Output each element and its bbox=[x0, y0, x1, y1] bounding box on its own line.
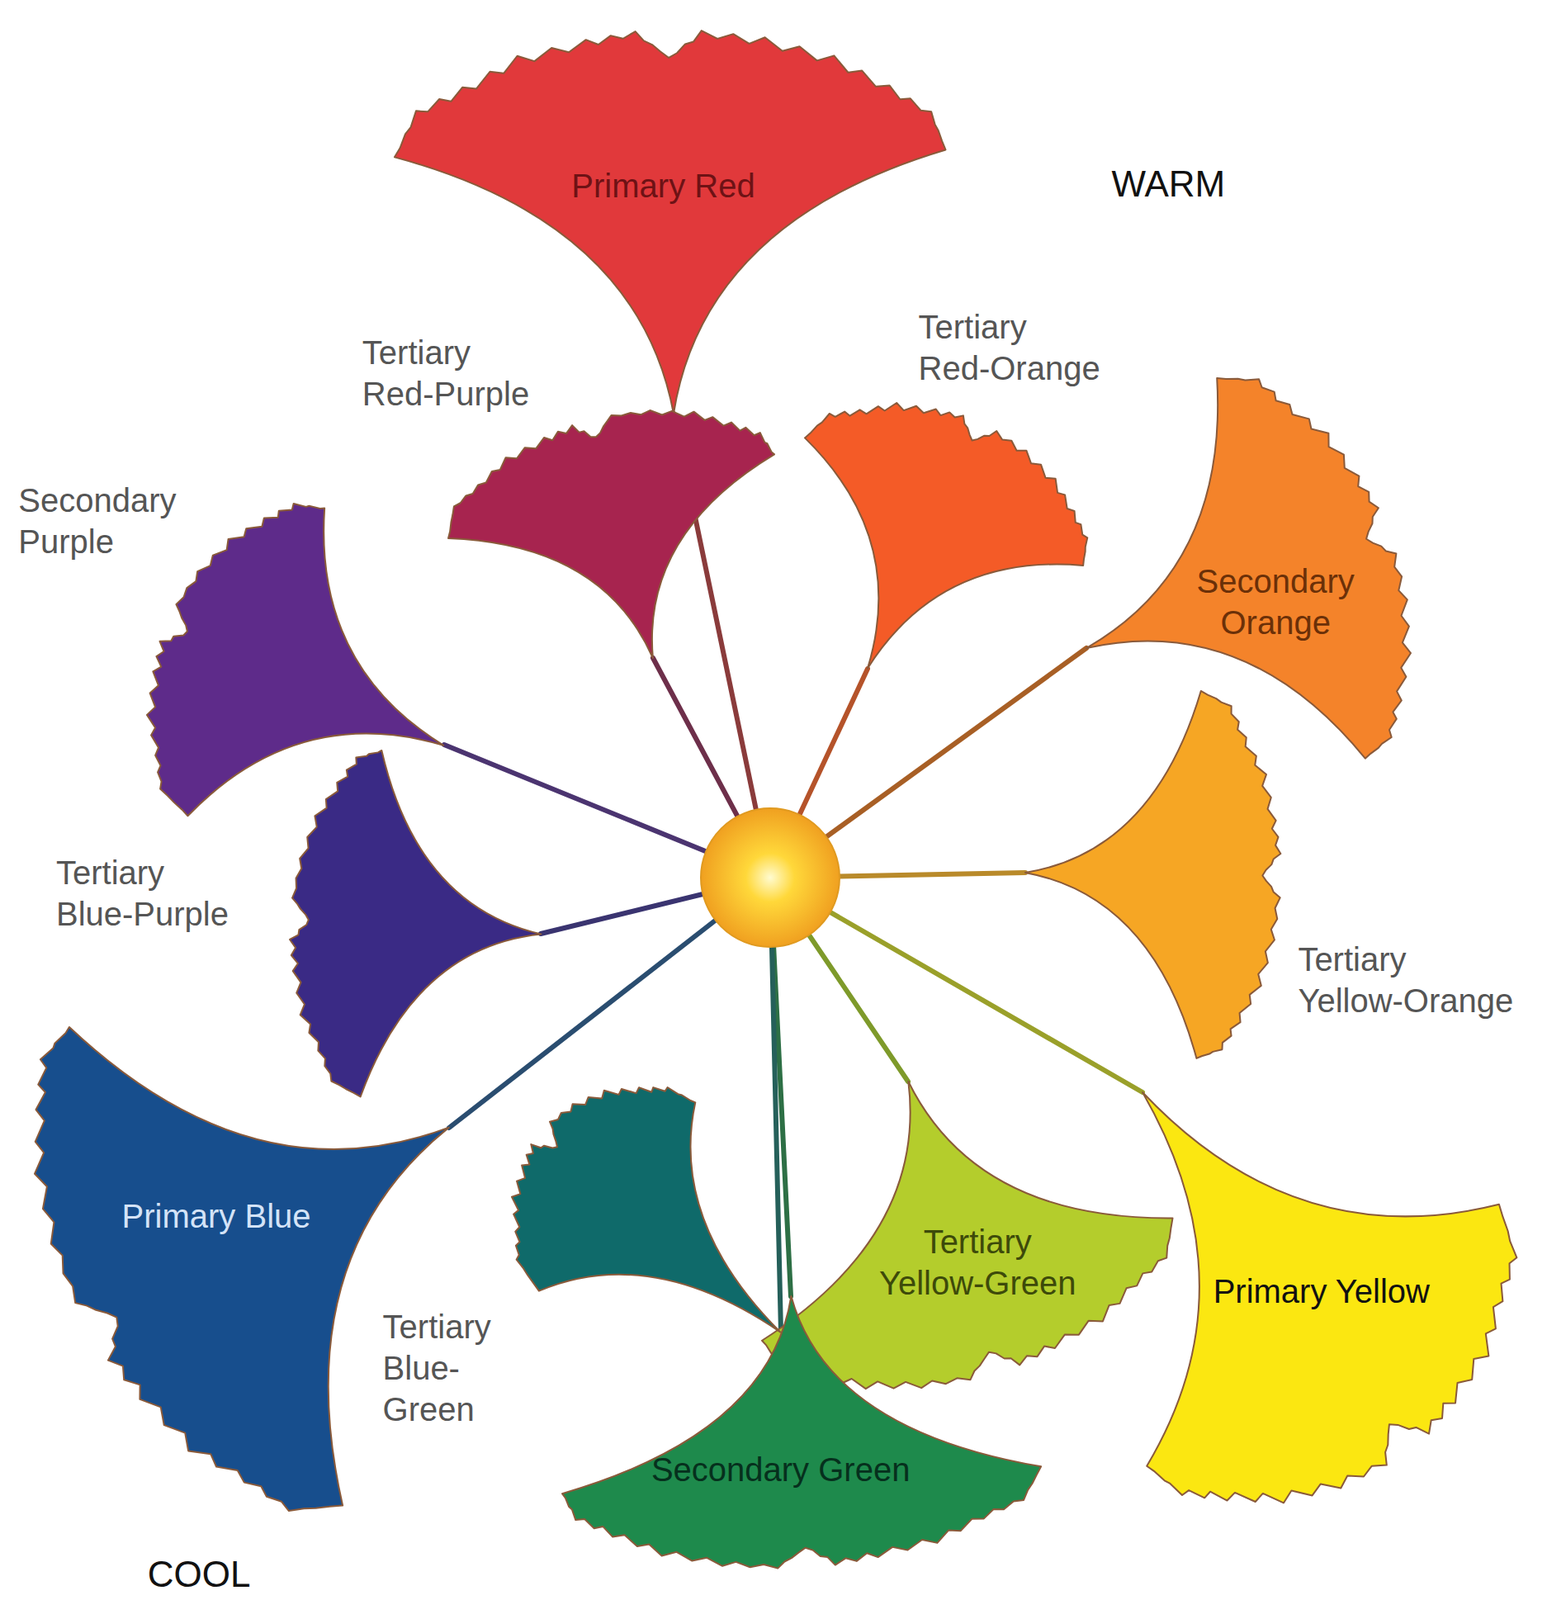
leaf-path bbox=[1142, 1092, 1517, 1503]
leaf-outline bbox=[508, 1083, 784, 1335]
leaf-outline bbox=[286, 747, 545, 1101]
leaf-path bbox=[448, 410, 775, 658]
leaf-outline bbox=[31, 1023, 453, 1514]
leaf-shape: Primary Yellow bbox=[1139, 1088, 1520, 1506]
leaf-shape: Tertiary Yellow-Green bbox=[758, 1078, 1177, 1392]
text-holder: Tertiary Blue-Green bbox=[383, 1305, 507, 1430]
color-name: Primary Blue bbox=[122, 1195, 312, 1237]
center-sun bbox=[700, 808, 840, 947]
leaf-outline bbox=[391, 27, 949, 417]
leaf-path bbox=[1025, 690, 1281, 1059]
word: Red-Orange bbox=[918, 350, 1101, 387]
word: Secondary bbox=[1196, 562, 1355, 600]
text-holder: Tertiary Red-Purple bbox=[362, 331, 530, 415]
text-holder: Tertiary Yellow-Orange bbox=[1297, 938, 1514, 1022]
color-name: Tertiary Red-Purple bbox=[362, 331, 530, 415]
leaf-shape: Primary Blue bbox=[31, 1023, 453, 1514]
word: Tertiary bbox=[362, 334, 471, 371]
color-name: Primary Yellow bbox=[1213, 1270, 1430, 1312]
word: Yellow-Orange bbox=[1297, 982, 1514, 1019]
leaf-outline bbox=[143, 500, 447, 819]
word: Tertiary bbox=[923, 1223, 1032, 1260]
color-name: Secondary Green bbox=[651, 1448, 911, 1491]
color-name: Primary Red bbox=[571, 165, 755, 207]
word: Tertiary bbox=[1297, 941, 1406, 978]
color-name: Tertiary Red-Orange bbox=[918, 306, 1101, 389]
leaf-path bbox=[511, 1087, 781, 1332]
word: Red-Purple bbox=[362, 375, 530, 412]
leaf-outline bbox=[801, 399, 1091, 672]
color-name: Secondary Purple bbox=[18, 479, 176, 563]
text-holder: Primary Blue bbox=[122, 1195, 312, 1237]
word: Yellow-Green bbox=[879, 1264, 1077, 1301]
word: Tertiary bbox=[56, 854, 165, 891]
leaf-path bbox=[34, 1026, 450, 1511]
leaf-path bbox=[1086, 378, 1411, 759]
text-holder: Secondary Purple bbox=[18, 479, 176, 563]
leaf-path bbox=[146, 503, 444, 816]
word: Purple bbox=[18, 523, 114, 560]
leaf-path bbox=[804, 402, 1088, 668]
temperature-label: WARM bbox=[1111, 165, 1226, 203]
text-holder: Tertiary Red-Orange bbox=[918, 306, 1101, 389]
text-holder: Tertiary Blue-Purple bbox=[56, 851, 229, 935]
color-name: Tertiary Blue-Green bbox=[383, 1305, 507, 1430]
color-name: Tertiary Yellow-Green bbox=[879, 1220, 1077, 1304]
leaf-shape: Tertiary Blue-Purple bbox=[286, 747, 545, 1101]
leaf-shape: Secondary Green bbox=[558, 1292, 1045, 1572]
text-holder: Secondary Green bbox=[651, 1448, 911, 1491]
word: Orange bbox=[1220, 604, 1330, 641]
leaf-shape: Primary Red bbox=[391, 27, 949, 417]
leaf-outline bbox=[1021, 687, 1284, 1062]
temperature-label: COOL bbox=[147, 1556, 251, 1593]
leaf-path bbox=[289, 750, 541, 1097]
text-holder: Primary Yellow bbox=[1213, 1270, 1430, 1312]
leaf-path bbox=[761, 1081, 1173, 1389]
leaf-path bbox=[394, 30, 946, 414]
color-name: Tertiary Blue-Purple bbox=[56, 851, 229, 935]
word: Blue-Purple bbox=[56, 895, 229, 932]
leaf-path bbox=[562, 1296, 1041, 1569]
word: Tertiary bbox=[918, 308, 1027, 346]
leaf-shape: Tertiary Red-Purple bbox=[444, 406, 778, 662]
text-holder: WARM bbox=[1111, 165, 1226, 203]
color-name: Secondary Orange bbox=[1196, 560, 1355, 644]
leaf-outline bbox=[558, 1292, 1045, 1572]
leaf-shape: Secondary Orange bbox=[1083, 374, 1415, 762]
text-holder: COOL bbox=[147, 1556, 251, 1593]
text-holder: Primary Red bbox=[571, 165, 755, 207]
text-holder: Secondary Orange bbox=[1196, 560, 1355, 644]
leaf-outline bbox=[444, 406, 778, 662]
leaf-shape: Secondary Purple bbox=[143, 500, 447, 819]
text-holder: Tertiary Yellow-Green bbox=[879, 1220, 1077, 1304]
word: Secondary bbox=[18, 482, 176, 519]
leaf-shape: Tertiary Blue-Green bbox=[508, 1083, 784, 1335]
color-name: Tertiary Yellow-Orange bbox=[1297, 938, 1514, 1022]
leaf-shape: Tertiary Red-Orange bbox=[801, 399, 1091, 672]
leaf-shape: Tertiary Yellow-Orange bbox=[1021, 687, 1284, 1062]
